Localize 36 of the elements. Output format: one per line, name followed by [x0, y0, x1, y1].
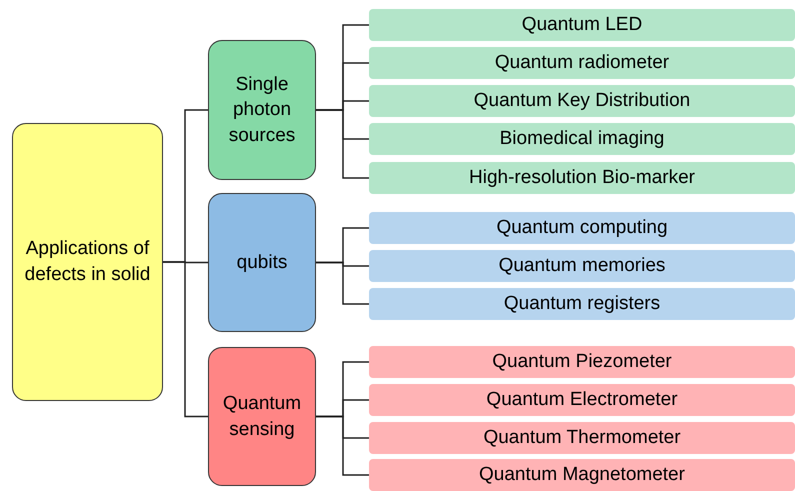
- item-bar: [369, 384, 795, 416]
- connector-line: [316, 416, 369, 476]
- box-label: Quantum computing: [496, 216, 668, 240]
- item-bar: [369, 459, 795, 491]
- item-bar: [369, 250, 795, 282]
- item-bar: [369, 212, 795, 244]
- category-box: [208, 40, 316, 180]
- box-label: Single photon sources: [228, 72, 296, 148]
- box-label: Quantum Electrometer: [486, 388, 678, 412]
- item-bar: [369, 422, 795, 454]
- box-label: Quantum LED: [522, 13, 642, 38]
- item-bar: [369, 47, 795, 79]
- box-label: Biomedical imaging: [500, 127, 664, 152]
- category-box: [208, 193, 316, 332]
- item-bar: [369, 9, 795, 41]
- box-label: Quantum memories: [498, 254, 666, 278]
- item-bar: [369, 288, 795, 320]
- box-label: Quantum Magnetometer: [479, 463, 685, 488]
- box-label: qubits: [236, 250, 288, 275]
- category-box: [208, 347, 316, 486]
- box-label: Quantum Thermometer: [483, 426, 681, 450]
- box-label: Quantum radiometer: [494, 51, 670, 76]
- box-label: Quantum sensing: [222, 392, 302, 442]
- item-bar: [369, 346, 795, 378]
- box-label: Quantum Piezometer: [492, 350, 672, 374]
- connector-line: [163, 261, 208, 418]
- box-label: Quantum registers: [504, 292, 660, 316]
- connector-line: [316, 262, 369, 305]
- root-box: [12, 123, 163, 401]
- box-label: Applications of defects in solid: [24, 237, 152, 287]
- item-bar: [369, 123, 795, 155]
- item-bar: [369, 162, 795, 194]
- box-label: Quantum Key Distribution: [474, 89, 690, 114]
- item-bar: [369, 85, 795, 117]
- connector-line: [316, 109, 369, 179]
- box-label: High-resolution Bio-marker: [469, 166, 695, 190]
